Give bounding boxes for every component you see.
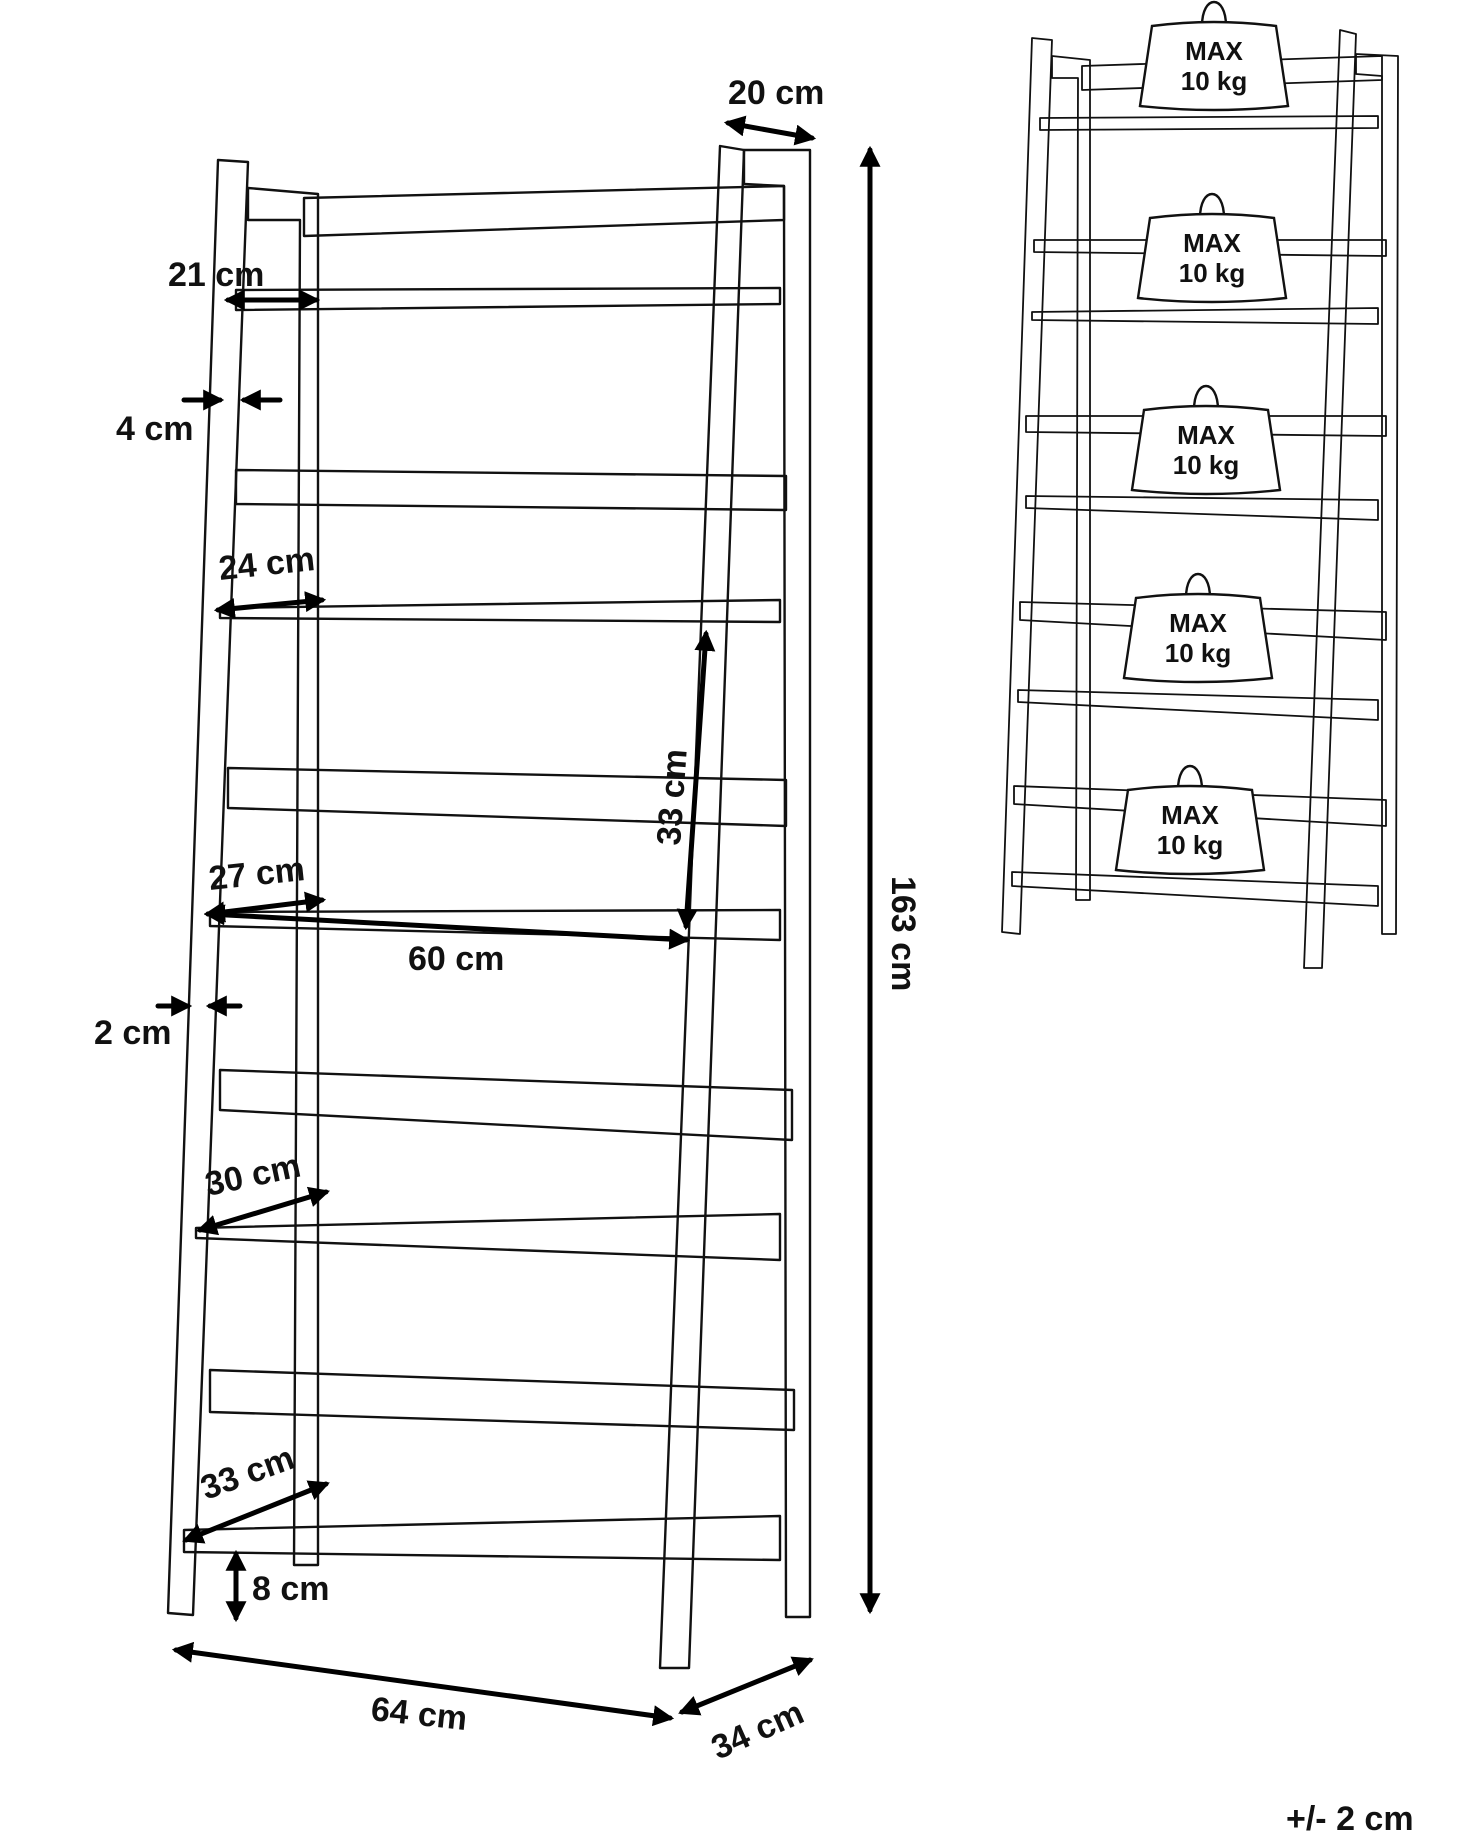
brace-3 — [218, 1068, 794, 1142]
weight-value-label: 10 kg — [1181, 66, 1248, 96]
weight-max-label: MAX — [1169, 608, 1227, 638]
weight-handle — [1198, 192, 1226, 219]
weight-value-label: 10 kg — [1157, 830, 1224, 860]
label-shelf-width: 60 cm — [408, 940, 504, 978]
tolerance-note: +/- 2 cm — [1286, 1800, 1414, 1838]
main-shelf-drawing — [166, 144, 812, 1670]
load-brace-4 — [1013, 785, 1387, 827]
shelf-3 — [208, 908, 782, 942]
weight-handle — [1176, 764, 1204, 791]
weight-value-label: 10 kg — [1165, 638, 1232, 668]
weight-body — [1114, 784, 1266, 876]
weight-body — [1130, 404, 1282, 496]
label-shelf-depth-5: 33 cm — [196, 1439, 300, 1508]
top-rail — [302, 184, 786, 238]
weight-handle — [1200, 0, 1228, 27]
left-front-leg — [166, 158, 250, 1617]
load-left-front-leg — [1001, 37, 1053, 935]
load-shelf-2 — [1031, 307, 1379, 325]
label-leg-width-top: 4 cm — [116, 410, 194, 448]
load-shelf-4 — [1017, 689, 1379, 721]
label-floor-clearance: 8 cm — [252, 1570, 330, 1608]
load-shelf-3 — [1025, 495, 1379, 521]
weight-body — [1136, 212, 1288, 304]
label-total-width: 64 cm — [369, 1690, 469, 1738]
shelf-4 — [194, 1212, 782, 1262]
brace-1 — [234, 468, 788, 512]
weight-handle — [1192, 384, 1220, 411]
label-top-depth: 20 cm — [728, 74, 824, 112]
right-back-leg — [742, 148, 812, 1619]
brace-4 — [208, 1368, 796, 1432]
load-shelf-5 — [1011, 871, 1379, 907]
weight-value-label: 10 kg — [1179, 258, 1246, 288]
label-shelf-depth-4: 30 cm — [202, 1147, 304, 1204]
brace-2 — [226, 766, 788, 828]
load-right-front-leg — [1303, 29, 1357, 969]
right-front-leg — [658, 144, 746, 1670]
weight-max-label: MAX — [1161, 800, 1219, 830]
label-shelf-depth-2: 24 cm — [217, 540, 317, 588]
shelf-5 — [182, 1514, 782, 1562]
load-right-back-leg — [1355, 53, 1399, 935]
load-left-back-leg — [1051, 55, 1091, 901]
weight-handle — [1184, 572, 1212, 599]
label-shelf-depth-1: 21 cm — [168, 256, 264, 294]
weight-body — [1122, 592, 1274, 684]
weight-value-label: 10 kg — [1173, 450, 1240, 480]
label-leg-width-bottom: 2 cm — [94, 1014, 172, 1052]
label-shelf-spacing: 33 cm — [650, 748, 695, 847]
load-shelf-1 — [1039, 115, 1379, 131]
weight-max-label: MAX — [1183, 228, 1241, 258]
dimension-arrows — [155, 115, 881, 1727]
weight-max-label: MAX — [1177, 420, 1235, 450]
label-total-depth: 34 cm — [706, 1693, 810, 1767]
weight-max-label: MAX — [1185, 36, 1243, 66]
shelves — [182, 286, 796, 1562]
label-total-height: 163 cm — [884, 876, 922, 991]
load-brace-3 — [1019, 601, 1387, 641]
weight-body — [1138, 20, 1290, 112]
dimension-labels: 20 cm 21 cm 4 cm 24 cm 33 cm 27 cm 60 cm… — [94, 74, 922, 1767]
left-back-leg — [246, 186, 320, 1567]
